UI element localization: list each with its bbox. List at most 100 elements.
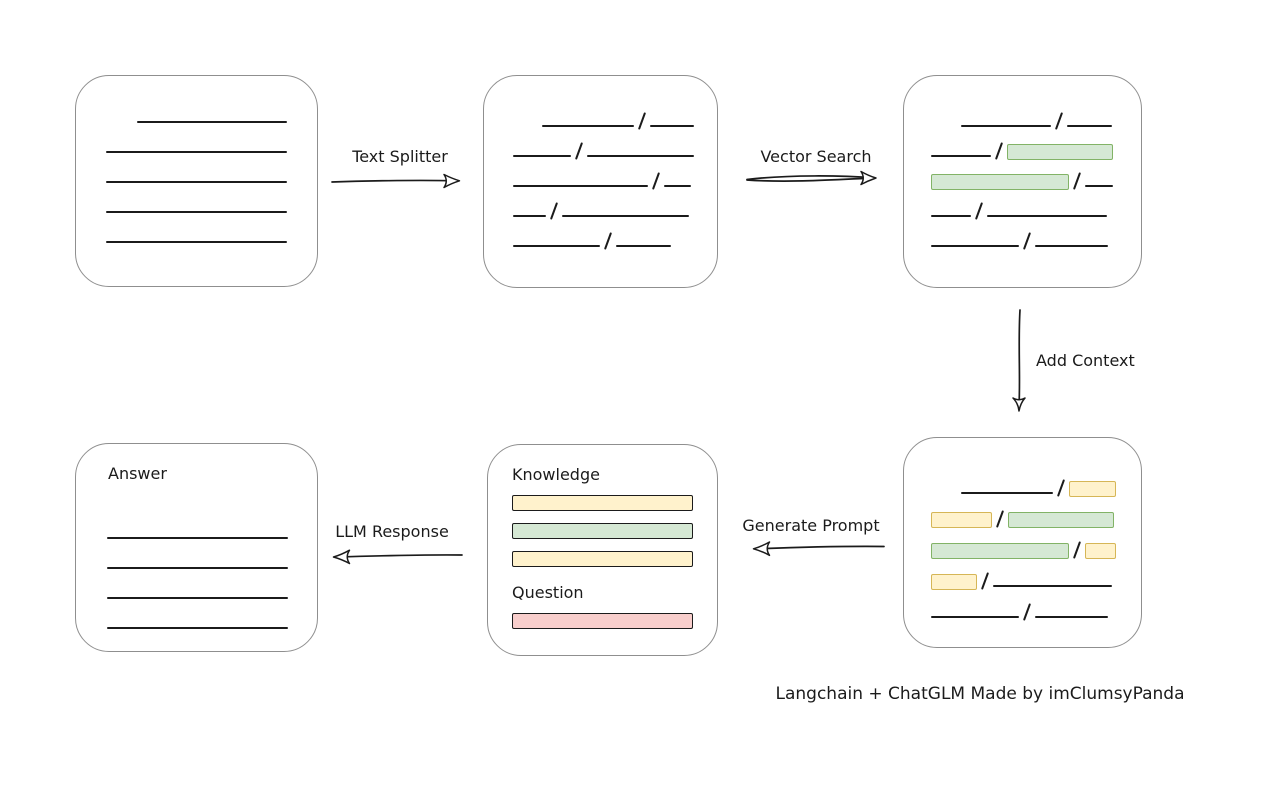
- text-line: [616, 245, 671, 247]
- question-bars: [512, 613, 693, 629]
- text-line: [961, 492, 1053, 494]
- text-line: [107, 537, 288, 539]
- text-row: [931, 190, 1141, 220]
- slash-separator: [1022, 232, 1032, 250]
- text-row: [106, 126, 317, 156]
- green-highlight-chip: [1007, 144, 1113, 160]
- text-row: [513, 190, 717, 220]
- text-line: [961, 125, 1051, 127]
- context-node: [903, 437, 1142, 648]
- text-row: [106, 156, 317, 186]
- green-highlight-chip: [1008, 512, 1114, 528]
- answer-lines: [107, 484, 317, 632]
- red-bar: [512, 613, 693, 629]
- text-row: [931, 590, 1141, 621]
- slash-separator: [603, 232, 613, 250]
- text-line: [650, 125, 694, 127]
- answer-label: Answer: [108, 464, 167, 483]
- text-row: [931, 220, 1141, 250]
- text-line: [107, 567, 288, 569]
- vector-search-arrow: [746, 170, 877, 186]
- text-row: [931, 100, 1141, 130]
- text-row: [513, 160, 717, 190]
- slash-separator: [574, 142, 584, 160]
- question-label: Question: [512, 583, 584, 602]
- text-line: [931, 215, 971, 217]
- prompt-node: Knowledge Question: [487, 444, 718, 656]
- yellow-highlight-chip: [1069, 481, 1116, 497]
- knowledge-label: Knowledge: [512, 465, 600, 484]
- chunks-lines: [484, 76, 717, 250]
- text-line: [1035, 245, 1108, 247]
- text-row: [107, 542, 317, 572]
- text-row: [107, 572, 317, 602]
- slash-separator: [974, 202, 984, 220]
- text-line: [987, 215, 1107, 217]
- text-line: [107, 627, 288, 629]
- text-row: [931, 160, 1141, 190]
- add-context-arrow-label: Add Context: [1036, 351, 1135, 370]
- slash-separator: [980, 572, 990, 590]
- slash-separator: [1056, 479, 1066, 497]
- text-row: [931, 497, 1141, 528]
- text-row: [107, 602, 317, 632]
- context-lines: [904, 438, 1141, 621]
- text-line: [513, 155, 571, 157]
- text-line: [1085, 185, 1113, 187]
- yellow-highlight-chip: [931, 574, 977, 590]
- slash-separator: [637, 112, 647, 130]
- llm-response-arrow-label: LLM Response: [335, 522, 449, 541]
- text-line: [587, 155, 694, 157]
- slash-separator: [549, 202, 559, 220]
- text-row: [106, 216, 317, 246]
- text-row: [931, 528, 1141, 559]
- slash-separator: [1072, 172, 1082, 190]
- knowledge-bars: [512, 495, 693, 567]
- slash-separator: [1072, 541, 1082, 559]
- green-highlight-chip: [931, 543, 1069, 559]
- text-line: [513, 245, 600, 247]
- text-line: [106, 211, 287, 213]
- document-lines: [76, 76, 317, 246]
- slash-separator: [651, 172, 661, 190]
- text-line: [931, 245, 1019, 247]
- slash-separator: [1054, 112, 1064, 130]
- answer-node: Answer: [75, 443, 318, 652]
- text-line: [106, 151, 287, 153]
- generate-prompt-arrow: [752, 541, 885, 557]
- green-highlight-chip: [931, 174, 1069, 190]
- text-line: [562, 215, 689, 217]
- text-row: [513, 130, 717, 160]
- generate-prompt-arrow-label: Generate Prompt: [742, 516, 880, 535]
- text-row: [107, 512, 317, 542]
- text-line: [137, 121, 287, 123]
- text-line: [1035, 616, 1108, 618]
- chunks-node: [483, 75, 718, 288]
- yellow-highlight-chip: [931, 512, 992, 528]
- text-line: [106, 241, 287, 243]
- llm-response-arrow: [332, 549, 463, 565]
- vector-result-lines: [904, 76, 1141, 250]
- text-row: [106, 186, 317, 216]
- text-row: [106, 96, 317, 126]
- text-row: [931, 130, 1141, 160]
- text-line: [106, 181, 287, 183]
- document-node: [75, 75, 318, 287]
- yellow-highlight-chip: [1085, 543, 1116, 559]
- text-line: [513, 185, 648, 187]
- text-line: [664, 185, 691, 187]
- text-line: [931, 616, 1019, 618]
- slash-separator: [994, 142, 1004, 160]
- text-line: [993, 585, 1112, 587]
- slash-separator: [1022, 603, 1032, 621]
- text-row: [931, 466, 1141, 497]
- yellow-bar: [512, 495, 693, 511]
- text-splitter-arrow-label: Text Splitter: [352, 147, 448, 166]
- green-bar: [512, 523, 693, 539]
- credit-caption: Langchain + ChatGLM Made by imClumsyPand…: [775, 684, 1185, 704]
- vector-search-arrow-label: Vector Search: [760, 147, 872, 166]
- text-row: [513, 220, 717, 250]
- text-line: [1067, 125, 1112, 127]
- text-row: [931, 559, 1141, 590]
